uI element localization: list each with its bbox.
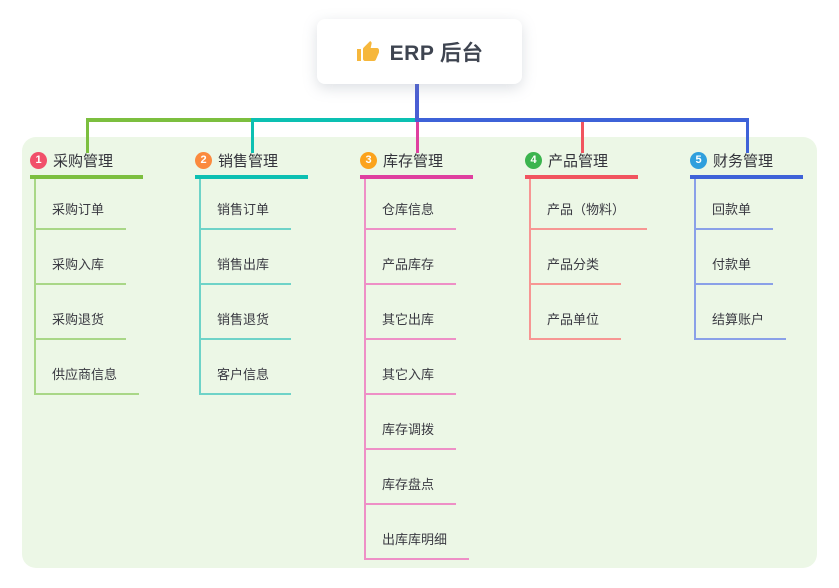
branch-spine-line bbox=[34, 179, 36, 395]
bus-segment bbox=[86, 118, 251, 122]
branch-title-label: 销售管理 bbox=[218, 153, 279, 170]
branch-item[interactable]: 付款单 bbox=[694, 256, 774, 285]
branch-title[interactable]: 5 财务管理 bbox=[690, 150, 803, 179]
branch-drop-line bbox=[416, 118, 419, 153]
branch-title[interactable]: 1 采购管理 bbox=[30, 150, 143, 179]
branch-item[interactable]: 库存盘点 bbox=[364, 476, 457, 505]
root-label: ERP 后台 bbox=[389, 41, 484, 65]
branch-item[interactable]: 采购订单 bbox=[34, 201, 127, 230]
branch-item[interactable]: 其它入库 bbox=[364, 366, 457, 395]
branch-title-label: 财务管理 bbox=[713, 153, 774, 170]
thumbs-up-icon bbox=[356, 40, 379, 61]
branch-spine-line bbox=[694, 179, 696, 340]
branch-item[interactable]: 出库库明细 bbox=[364, 531, 470, 560]
branch-drop-line bbox=[251, 118, 254, 153]
branch-title[interactable]: 4 产品管理 bbox=[525, 150, 638, 179]
branch-item[interactable]: 结算账户 bbox=[694, 311, 787, 340]
root-node[interactable]: ERP 后台 bbox=[317, 19, 522, 84]
branch-title-label: 产品管理 bbox=[548, 153, 609, 170]
branch-spine-line bbox=[199, 179, 201, 395]
branch-spine-line bbox=[364, 179, 366, 560]
branch-item[interactable]: 销售退货 bbox=[199, 311, 292, 340]
branch-item[interactable]: 产品库存 bbox=[364, 256, 457, 285]
branch-item[interactable]: 其它出库 bbox=[364, 311, 457, 340]
branch-item[interactable]: 回款单 bbox=[694, 201, 774, 230]
branch-drop-line bbox=[86, 118, 89, 153]
branch-title-label: 采购管理 bbox=[53, 153, 114, 170]
branch-item[interactable]: 产品（物料） bbox=[529, 201, 648, 230]
branch-item[interactable]: 销售订单 bbox=[199, 201, 292, 230]
root-stem-line bbox=[415, 84, 419, 122]
branch-title[interactable]: 3 库存管理 bbox=[360, 150, 473, 179]
branch-item[interactable]: 产品单位 bbox=[529, 311, 622, 340]
branch-drop-line bbox=[746, 118, 749, 153]
branch-item[interactable]: 仓库信息 bbox=[364, 201, 457, 230]
branch-drop-line bbox=[581, 118, 584, 153]
branch-title-label: 库存管理 bbox=[383, 153, 444, 170]
bus-segment bbox=[251, 118, 416, 122]
branch-number-badge: 4 bbox=[525, 152, 542, 169]
branch-number-badge: 5 bbox=[690, 152, 707, 169]
branch-item[interactable]: 销售出库 bbox=[199, 256, 292, 285]
branch-spine-line bbox=[529, 179, 531, 340]
branch-number-badge: 1 bbox=[30, 152, 47, 169]
branch-item[interactable]: 产品分类 bbox=[529, 256, 622, 285]
branch-item[interactable]: 采购退货 bbox=[34, 311, 127, 340]
bus-segment bbox=[416, 118, 749, 122]
branch-number-badge: 2 bbox=[195, 152, 212, 169]
branch-item[interactable]: 供应商信息 bbox=[34, 366, 140, 395]
branch-title[interactable]: 2 销售管理 bbox=[195, 150, 308, 179]
branch-item[interactable]: 客户信息 bbox=[199, 366, 292, 395]
branch-number-badge: 3 bbox=[360, 152, 377, 169]
branch-item[interactable]: 库存调拨 bbox=[364, 421, 457, 450]
branch-item[interactable]: 采购入库 bbox=[34, 256, 127, 285]
mindmap-panel bbox=[22, 137, 817, 568]
